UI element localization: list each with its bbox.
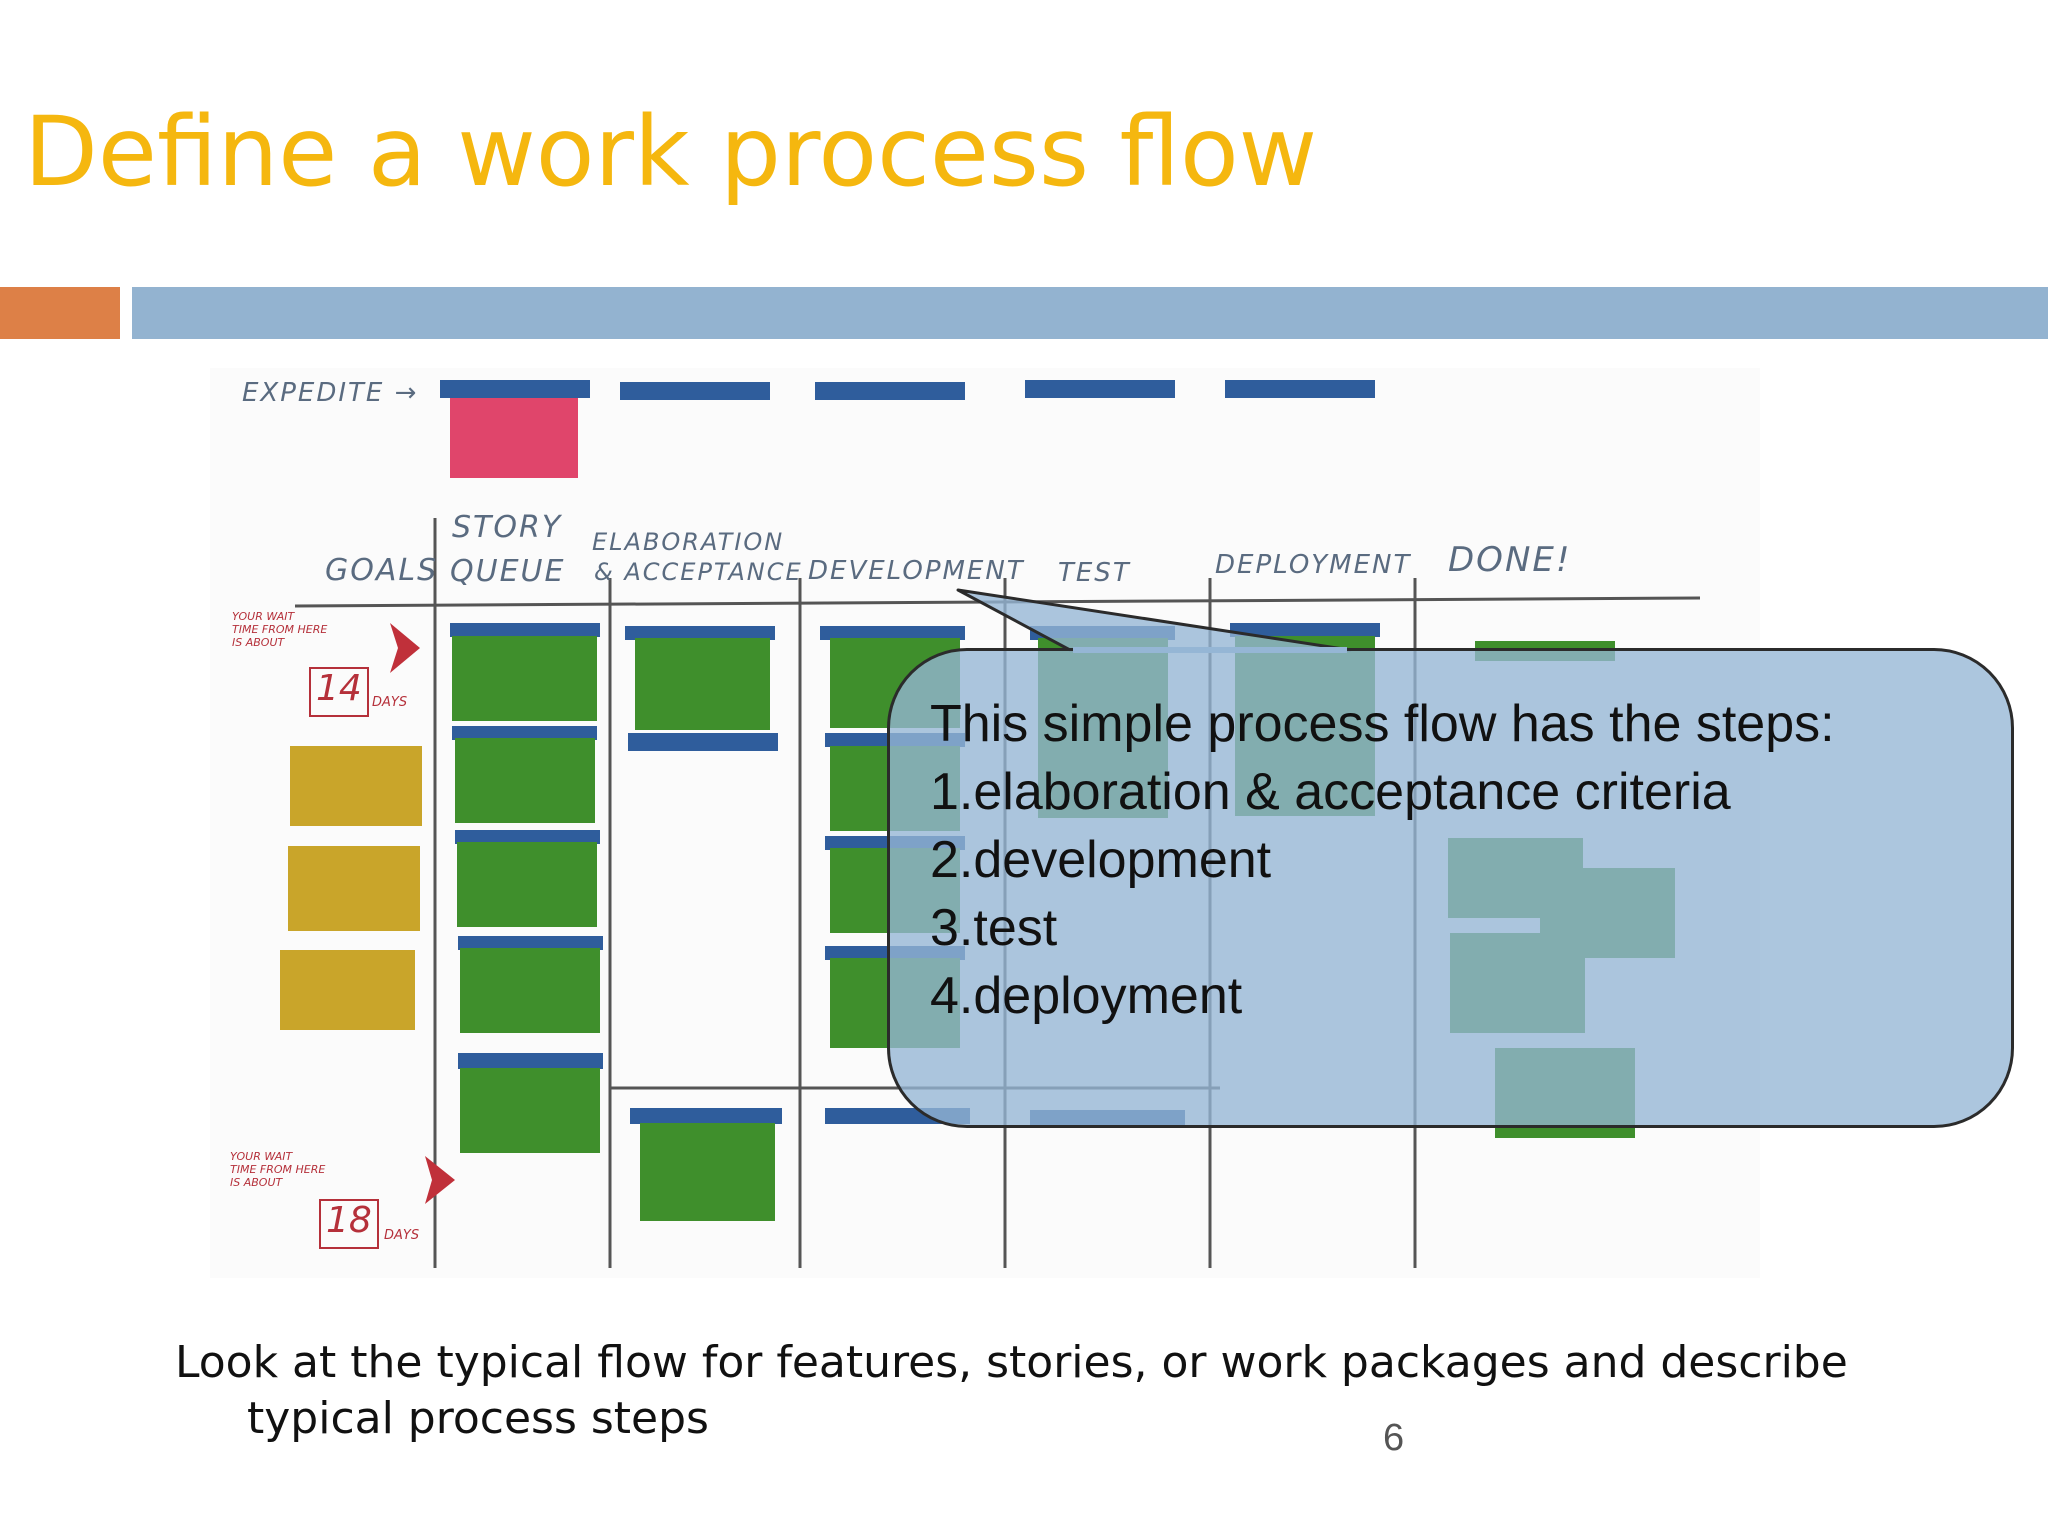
card-tag — [458, 936, 603, 950]
card-tag — [1030, 626, 1175, 640]
caption-line: typical process steps — [247, 1393, 709, 1444]
caption-line: Look at the typical flow for features, s… — [175, 1337, 1848, 1388]
column-deployment: DEPLOYMENT — [1215, 550, 1412, 580]
card-tag — [455, 830, 600, 844]
expedite-card — [440, 380, 590, 398]
wait-note-line: TIME FROM HERE — [230, 1163, 326, 1176]
column-elaboration: ELABORATION — [592, 528, 785, 556]
wait-value-top: 14 — [316, 668, 362, 709]
wait-note-line: IS ABOUT — [232, 636, 285, 649]
wait-box-bottom — [319, 1199, 379, 1249]
expedite-card — [815, 382, 965, 400]
column-story: STORY — [452, 510, 563, 545]
callout-text: This simple process flow has the steps: … — [930, 690, 1990, 1030]
callout-line: This simple process flow has the steps: — [930, 695, 1835, 753]
card-tag — [458, 1053, 603, 1069]
slide-caption: Look at the typical flow for features, s… — [175, 1335, 1935, 1447]
expedite-sticky-pink — [450, 398, 578, 478]
expedite-card — [1025, 380, 1175, 398]
card-tag — [625, 626, 775, 640]
goal-sticky — [280, 950, 415, 1030]
callout-line: 1.elaboration & acceptance criteria — [930, 763, 1731, 821]
story-sticky — [460, 1068, 600, 1153]
elaboration-sticky — [640, 1123, 775, 1221]
wait-value-bottom: 18 — [326, 1200, 372, 1241]
accent-bar-orange — [0, 287, 120, 339]
expedite-card — [1225, 380, 1375, 398]
column-goals: GOALS — [325, 553, 439, 588]
wait-arrow-top — [390, 623, 420, 673]
story-sticky — [460, 948, 600, 1033]
column-queue: QUEUE — [450, 554, 566, 589]
callout-box — [887, 648, 2014, 1128]
card-tag — [628, 733, 778, 751]
wait-note-line: YOUR WAIT — [232, 610, 295, 623]
callout-line: 4.deployment — [930, 967, 1243, 1025]
wait-unit-top: DAYS — [372, 695, 408, 710]
column-development: DEVELOPMENT — [808, 556, 1025, 586]
expedite-label-text: EXPEDITE — [242, 378, 385, 408]
elaboration-sticky — [635, 638, 770, 730]
wait-arrow-bottom — [425, 1156, 455, 1204]
card-tag — [820, 626, 965, 640]
card-tag — [450, 623, 600, 637]
expedite-card — [620, 382, 770, 400]
page-number: 6 — [1383, 1417, 1405, 1459]
expedite-label: EXPEDITE → — [242, 378, 419, 408]
callout-line: 2.development — [930, 831, 1272, 889]
card-tag — [452, 726, 597, 740]
goal-sticky — [288, 846, 420, 931]
wait-note-bottom: YOUR WAIT TIME FROM HERE IS ABOUT — [230, 1150, 325, 1189]
wait-note-line: TIME FROM HERE — [232, 623, 328, 636]
card-tag — [1230, 623, 1380, 637]
wait-box-top — [309, 667, 369, 717]
column-test: TEST — [1058, 558, 1131, 588]
wait-note-top: YOUR WAIT TIME FROM HERE IS ABOUT — [232, 610, 327, 649]
column-acceptance: & ACCEPTANCE — [594, 558, 803, 586]
callout-line: 3.test — [930, 899, 1058, 957]
card-tag — [630, 1108, 782, 1124]
slide-title: Define a work process flow — [24, 96, 1318, 208]
story-sticky — [452, 636, 597, 721]
column-done: DONE! — [1448, 540, 1572, 580]
wait-note-line: IS ABOUT — [230, 1176, 283, 1189]
accent-bar-blue — [132, 287, 2048, 339]
story-sticky — [455, 738, 595, 823]
goal-sticky — [290, 746, 422, 826]
wait-unit-bottom: DAYS — [384, 1228, 420, 1243]
story-sticky — [457, 842, 597, 927]
wait-note-line: YOUR WAIT — [230, 1150, 293, 1163]
